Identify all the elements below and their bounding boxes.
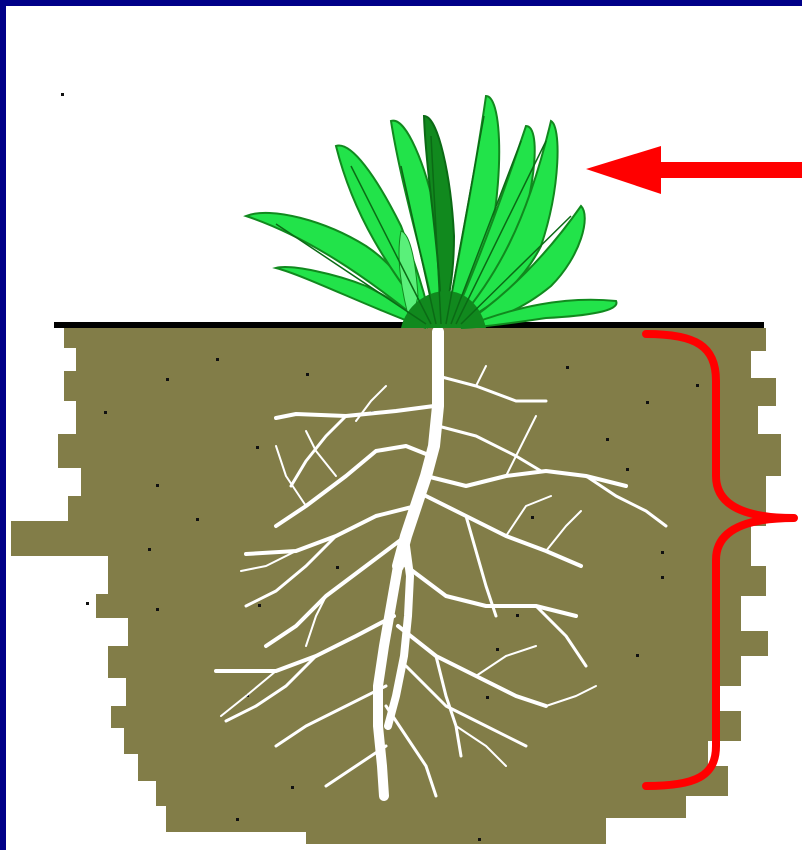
shoot: [246, 96, 616, 328]
plant-diagram: [6, 6, 802, 850]
diagram-canvas: [6, 6, 802, 850]
left-arrow-icon: [586, 146, 802, 194]
